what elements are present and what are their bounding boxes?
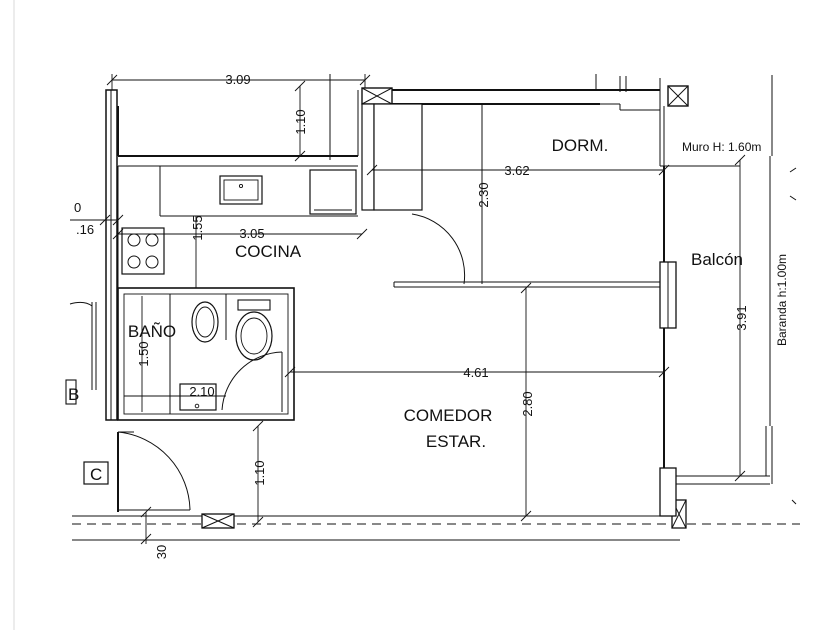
left-wall	[105, 89, 118, 421]
balcony: 3.91 Balcón Baranda h:1.00m	[659, 154, 797, 517]
dim-label-wall-30: 30	[154, 545, 169, 559]
room-label-bano: BAÑO	[128, 322, 176, 341]
living-dining: 4.61 2.80 COMEDOR ESTAR. 1.10	[252, 282, 670, 528]
upper-closet: 1.10	[117, 74, 363, 162]
bedroom-area: 3.62 2.30 DORM. Muro H: 1.60m	[366, 75, 773, 284]
top-wall	[361, 74, 689, 111]
dim-label-dorm-width: 3.62	[504, 163, 529, 178]
room-label-balcon: Balcón	[691, 250, 743, 269]
dim-label-left-zero: 0	[74, 200, 81, 215]
dim-label-top-depth: 1.10	[293, 109, 308, 134]
room-label-cocina: COCINA	[235, 242, 302, 261]
dim-label-dorm-depth: 2.30	[476, 182, 491, 207]
dim-label-living-depth: 2.80	[520, 391, 535, 416]
bedroom-wardrobe	[361, 103, 423, 211]
dim-label-kitchen-width: 3.05	[239, 226, 264, 241]
dim-label-kitchen-depth: 1.55	[190, 215, 205, 240]
dim-label-bath-depth: 1.50	[136, 341, 151, 366]
entry-door: C	[83, 431, 191, 512]
bottom-wall: 30	[72, 499, 800, 559]
dim-label-balcony-depth: 3.91	[734, 305, 749, 330]
dim-label-entry-depth: 1.10	[252, 460, 267, 485]
marker-c: C	[90, 465, 102, 484]
marker-b: B	[68, 385, 79, 404]
bathroom: 1.50 2.10 BAÑO	[117, 287, 295, 421]
dim-label-top-width: 3.09	[225, 72, 250, 87]
bedroom-door	[393, 213, 660, 288]
room-label-comedor: COMEDOR	[404, 406, 493, 425]
left-detail: 0 .16 B	[65, 200, 124, 405]
dim-label-wall-16: .16	[76, 222, 94, 237]
dimension-top-width: 3.09	[106, 72, 371, 158]
note-railing-height: Baranda h:1.00m	[775, 254, 789, 346]
dim-label-living-width: 4.61	[463, 365, 488, 380]
dim-label-bath-width: 2.10	[189, 384, 214, 399]
room-label-estar: ESTAR.	[426, 432, 486, 451]
room-label-dorm: DORM.	[552, 136, 609, 155]
kitchen: 3.05 1.55 COCINA	[112, 165, 368, 288]
note-wall-height: Muro H: 1.60m	[682, 140, 761, 154]
